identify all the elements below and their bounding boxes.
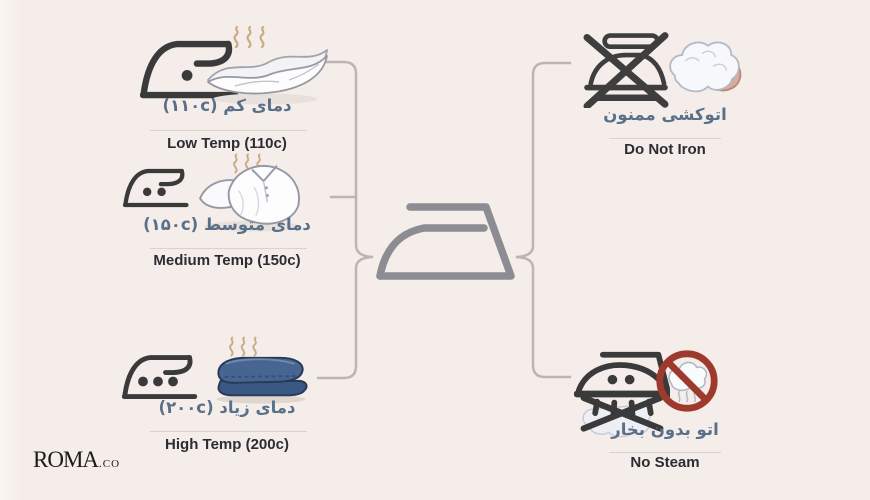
steam-wisps-icon	[233, 26, 265, 48]
divider	[150, 248, 307, 249]
blue-towel-icon	[216, 356, 308, 404]
high-temp-persian-label: دمای زیاد (۲۰۰c)	[158, 398, 296, 417]
no-steam-english-label: No Steam	[630, 454, 700, 471]
iron-one-dot-icon	[140, 40, 239, 99]
steam-prohibited-sign-icon	[656, 350, 718, 412]
medium-temp-english-label: Medium Temp (150c)	[153, 252, 301, 269]
high-temp-section: دمای زیاد (۲۰۰c) High Temp (200c)	[118, 334, 336, 474]
divider	[609, 452, 721, 453]
iron-outline-icon	[376, 203, 515, 280]
low-temp-persian-label: دمای کم (۱۱۰c)	[162, 96, 292, 115]
divider	[150, 431, 307, 432]
divider	[150, 130, 307, 131]
high-temp-english-label: High Temp (200c)	[165, 436, 289, 453]
no-steam-section: اتو بدون بخار No Steam	[565, 344, 765, 484]
medium-temp-section: دمای متوسط (۱۵۰c) Medium Temp (150c)	[118, 152, 336, 292]
wool-fleece-icon	[669, 41, 742, 93]
brand-logo: ROMA.CO	[33, 447, 120, 473]
medium-temp-persian-label: دمای متوسط (۱۵۰c)	[143, 215, 311, 234]
low-temp-section: دمای کم (۱۱۰c) Low Temp (110c)	[118, 24, 336, 164]
no-steam-persian-label: اتو بدون بخار	[611, 420, 719, 439]
white-shirt-icon	[199, 165, 301, 232]
delicate-fabric-icon	[207, 49, 328, 105]
iron-three-dot-icon	[122, 355, 198, 399]
divider	[609, 138, 721, 139]
do-not-iron-section: اتوکشی ممنون Do Not Iron	[565, 26, 765, 166]
do-not-iron-persian-label: اتوکشی ممنون	[603, 105, 727, 124]
do-not-iron-english-label: Do Not Iron	[624, 141, 706, 158]
iron-two-dot-icon	[123, 168, 189, 208]
brand-name: ROMA	[33, 447, 99, 472]
steam-wisps-icon	[229, 336, 257, 357]
no-steam-icon	[574, 351, 670, 438]
low-temp-english-label: Low Temp (110c)	[167, 135, 287, 152]
do-not-iron-icon	[583, 32, 669, 108]
brand-suffix: .CO	[99, 458, 121, 470]
